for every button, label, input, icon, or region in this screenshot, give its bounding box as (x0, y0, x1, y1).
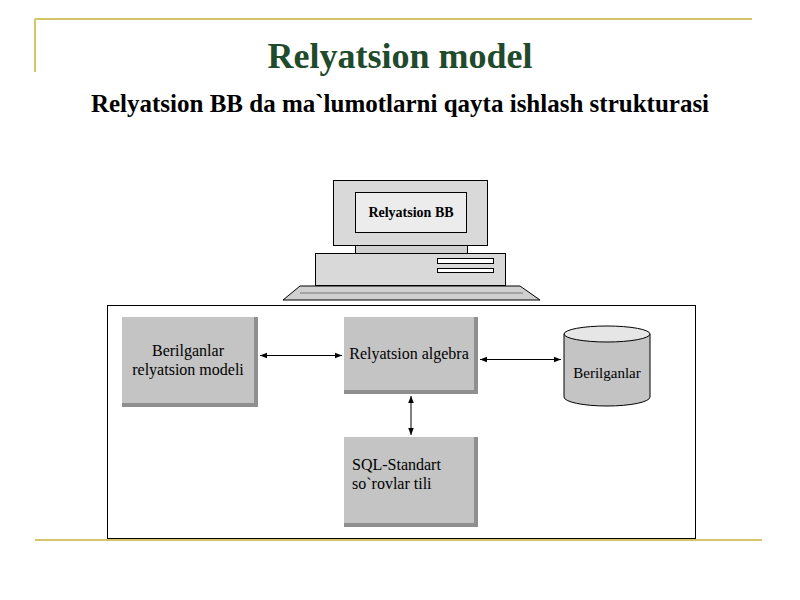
bidirectional-arrow (480, 359, 561, 360)
system-frame (108, 306, 696, 539)
model-box: Berilganlar relyatsion modeli (122, 317, 258, 407)
monitor-stand (356, 246, 468, 254)
keyboard-keys (300, 293, 523, 294)
drive-slot (438, 269, 494, 273)
node-text: SQL-Standart so`rovlar tili (352, 455, 470, 493)
cylinder-top (564, 326, 650, 342)
cylinder-body (564, 334, 650, 406)
node-text: Relyatsion algebra (349, 344, 469, 363)
node-text: Relyatsion BB (368, 205, 453, 221)
left-rule (34, 19, 36, 72)
node-text: Berilganlar (572, 364, 642, 382)
keyboard (283, 286, 540, 300)
process-box: Relyatsion algebra (344, 317, 478, 394)
diagram-title: Relyatsion model (0, 36, 800, 76)
monitor-body (334, 181, 488, 246)
database-cylinder: Berilganlar (563, 325, 651, 407)
subtitle-text: Relyatsion BB da ma`lumotlarni qayta ish… (70, 88, 730, 120)
bottom-rule (35, 539, 762, 541)
node-text: Berilganlar relyatsion modeli (126, 341, 250, 379)
top-rule (35, 18, 752, 20)
drive-slot (438, 259, 494, 264)
bidirectional-arrow (260, 355, 342, 356)
bidirectional-arrow (411, 396, 412, 435)
monitor-screen: Relyatsion BB (355, 192, 467, 233)
language-box: SQL-Standart so`rovlar tili (344, 437, 478, 527)
system-unit (316, 254, 506, 286)
